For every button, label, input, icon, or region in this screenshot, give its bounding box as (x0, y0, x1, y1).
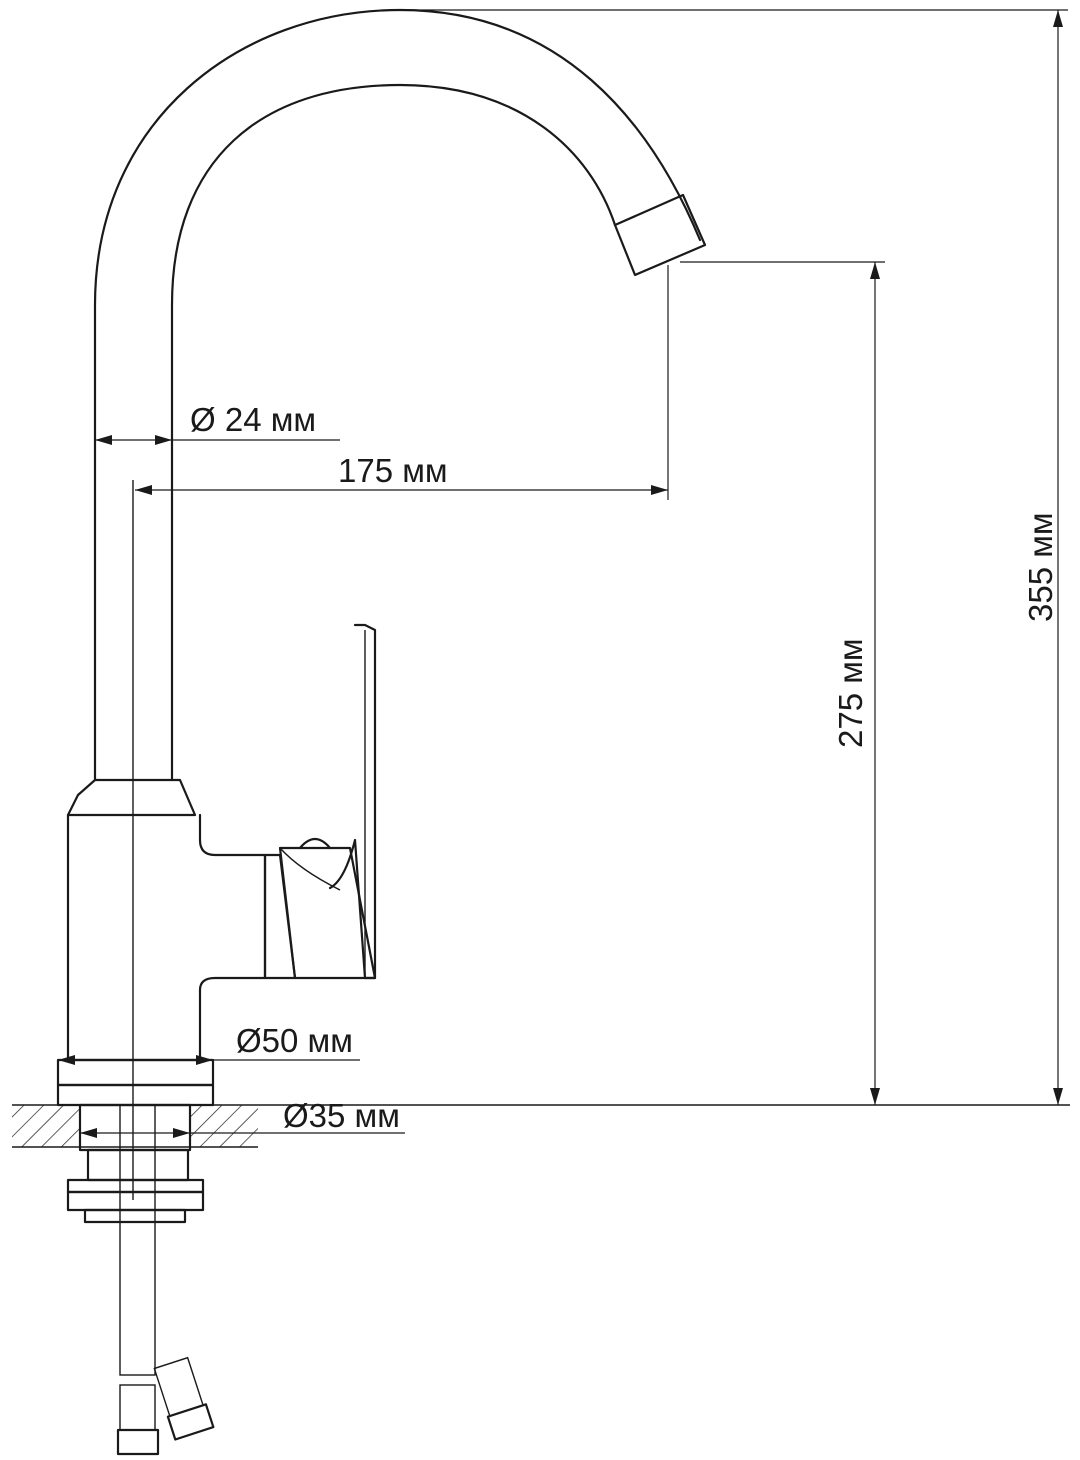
total-height-label: 355 мм (1022, 512, 1059, 622)
dim-spout-height: 275 мм (680, 261, 885, 1105)
dim-base-diameter: Ø50 мм (58, 1022, 360, 1065)
base-diameter-label: Ø50 мм (236, 1022, 353, 1059)
dim-spout-diameter: Ø 24 мм (95, 401, 340, 445)
hose-nut-left (116, 1428, 160, 1456)
hose-nut-right (166, 1403, 215, 1441)
dim-mount-diameter: Ø35 мм (80, 1097, 405, 1138)
countertop-section (12, 1104, 1070, 1148)
dim-reach: 175 мм (135, 265, 669, 500)
spout (93, 8, 707, 782)
faucet-body (56, 623, 377, 1107)
spout-height-label: 275 мм (832, 638, 869, 748)
lever-handle (328, 623, 377, 980)
mount-diameter-label: Ø35 мм (283, 1097, 400, 1134)
reach-label: 175 мм (338, 452, 448, 489)
spout-diameter-label: Ø 24 мм (190, 401, 316, 438)
dim-total-height: 355 мм (400, 9, 1068, 1105)
mounting-hardware (66, 1103, 205, 1224)
braided-hoses (116, 1104, 215, 1456)
base-flange (56, 1083, 215, 1107)
aerator-tip (613, 193, 707, 277)
